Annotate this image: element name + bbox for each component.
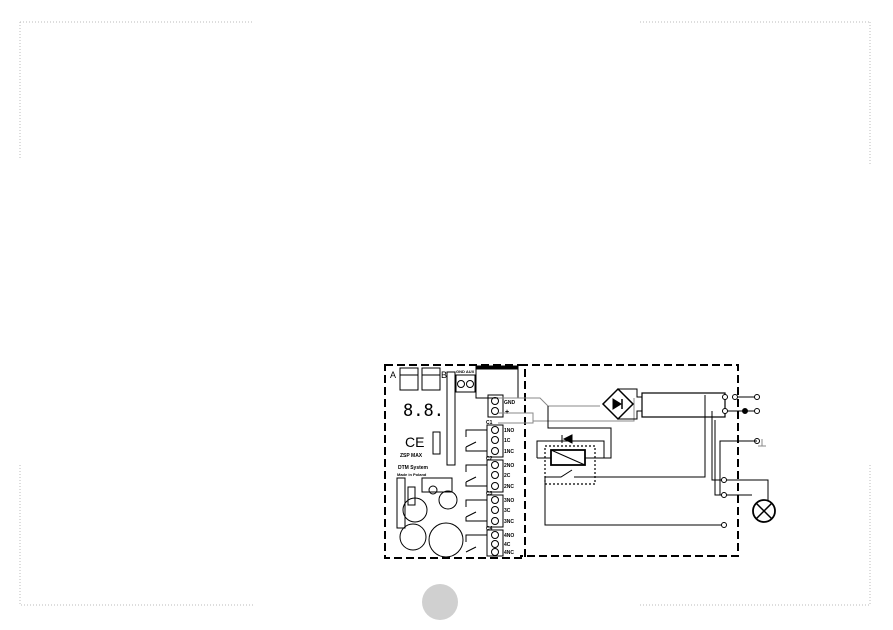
origin-label: Made in Poland [397,472,427,477]
power-terminal-block [487,394,504,418]
label-b: B [441,370,447,380]
crop-marks [19,21,871,606]
lamp [752,499,776,523]
terminal-label: 2C [504,473,511,479]
terminal-gnd: GND [504,400,516,406]
slot [446,371,456,466]
terminal-label: 4NO [504,533,514,539]
page-number-circle [422,584,458,620]
input-label: GND AUX [456,369,475,374]
installation-enclosure [520,364,739,557]
ce-mark: CE [405,434,424,450]
wiring-diagram [384,364,776,559]
terminal-label: 4C [504,542,511,548]
terminal-label: 1C [504,438,511,444]
terminal-plus: + [505,409,509,416]
controller-enclosure [384,364,526,559]
terminal-label: 3NO [504,498,514,504]
relay-contacts [465,429,487,553]
terminal-label: 1NO [504,428,514,434]
channel-c4: C4 [486,526,493,532]
aux-terminal-block [455,374,476,393]
terminal-label: 1NC [504,449,514,455]
channel-c2: C2 [486,456,493,462]
channel-c3: C3 [486,491,493,497]
maker-label: DTM System [398,465,429,471]
power-supply [641,392,726,418]
terminal-label: 2NC [504,484,514,490]
terminal-label: 4NC [504,550,514,556]
terminal-label: 3C [504,508,511,514]
label-a: A [390,370,396,380]
terminal-label: 3NC [504,519,514,525]
channel-c1: C1 [486,420,493,426]
board-labels: A B 8.8. CE ZSP MAX DTM System Made in P… [390,369,516,556]
terminal-label: 2NO [504,463,514,469]
display: 8.8. [403,401,444,421]
channel-blocks [486,424,504,557]
model-label: ZSP MAX [400,453,423,459]
